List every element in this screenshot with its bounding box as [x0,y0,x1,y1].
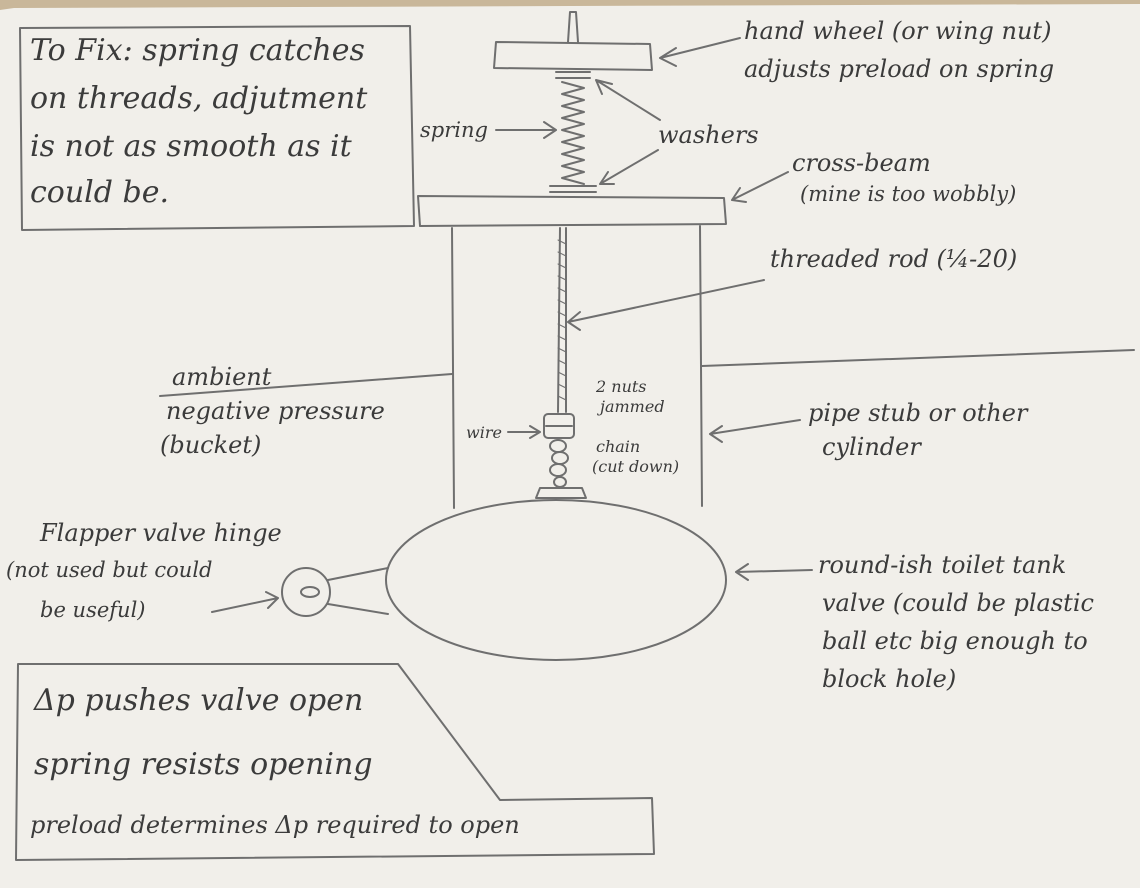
label-threaded-rod: threaded rod (¼-20) [770,245,1018,273]
fix-note-line-1: To Fix: spring catches [30,33,365,68]
label-nuts-1: 2 nuts [596,377,647,396]
chain-link-3 [549,463,567,477]
label-hinge-3: be useful) [40,598,146,622]
label-handwheel-1: hand wheel (or wing nut) [744,17,1052,45]
label-spring: spring [420,118,488,142]
label-hinge-1: Flapper valve hinge [40,519,282,547]
label-wire: wire [466,423,502,442]
arrow-hinge [211,591,279,613]
label-crossbeam-1: cross-beam [792,149,931,177]
label-hinge-2: (not used but could [6,558,213,582]
washer-top [555,71,591,79]
washer-bottom [549,185,597,193]
jammed-nuts [543,413,575,439]
label-valve-2: valve (could be plastic [822,589,1094,617]
label-pipe-1: pipe stub or other [808,399,1028,427]
label-ambient-2: negative pressure [166,397,385,425]
arrow-spring [495,121,557,139]
label-ambient-3: (bucket) [160,431,262,459]
label-valve-4: block hole) [822,665,957,693]
label-ambient-1: ambient [172,363,272,391]
arrow-crossbeam [731,171,789,203]
principle-line-1: Δp pushes valve open [34,683,364,718]
fix-note-line-4: could be. [30,175,170,210]
label-crossbeam-2: (mine is too wobbly) [800,182,1017,206]
principle-line-3: preload determines Δp required to open [30,811,520,839]
flapper-hinge-ring [281,567,331,617]
cross-beam [417,195,727,227]
rod-top [567,11,579,43]
arrow-washer-top [595,79,661,121]
spring-coils [561,81,585,185]
arrow-washer-bottom [599,149,659,185]
label-pipe-2: cylinder [822,433,921,461]
paper-sheet [0,4,1140,888]
hand-wheel [493,41,653,71]
arrow-pipe [709,419,801,443]
threaded-rod [557,227,567,413]
label-handwheel-2: adjusts preload on spring [744,55,1055,83]
ambient-line-left [159,373,453,397]
label-washers: washers [658,121,759,149]
label-chain-2: (cut down) [592,457,680,476]
arrow-handwheel [659,37,741,67]
arrow-wire [507,425,541,439]
label-valve-1: round-ish toilet tank [818,551,1067,579]
principle-line-2: spring resists opening [34,747,373,782]
principle-note-box [15,663,655,861]
arrow-valve [735,563,813,581]
ambient-line-right [701,349,1135,367]
flapper-hinge-arm [327,567,389,615]
arrow-threaded-rod [567,279,765,331]
label-valve-3: ball etc big enough to [822,627,1088,655]
toilet-tank-valve [385,499,727,661]
fix-note-line-3: is not as smooth as it [30,129,352,164]
fix-note-box [19,25,415,231]
label-nuts-2: jammed [600,397,665,416]
chain-mount [535,487,587,499]
rod-threads [557,239,567,401]
fix-note-line-2: on threads, adjutment [30,81,368,116]
label-chain-1: chain [596,437,641,456]
